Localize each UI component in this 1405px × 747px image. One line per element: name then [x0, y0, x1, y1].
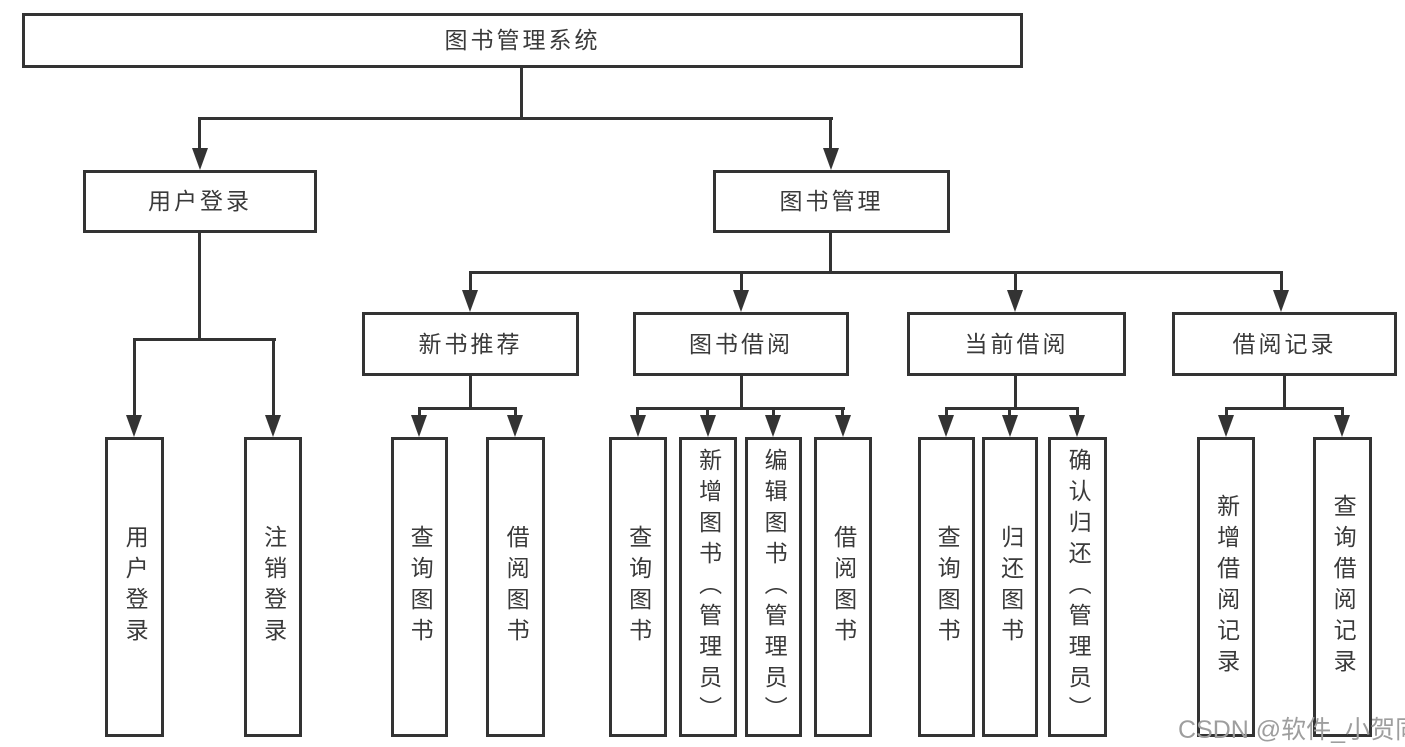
- connector-line: [740, 376, 743, 410]
- connector-line: [520, 68, 523, 120]
- node-new-book-recommend-label: 新书推荐: [418, 330, 523, 357]
- connector-line: [272, 338, 275, 415]
- leaf-logout-label: 注销登录: [260, 525, 287, 649]
- leaf-borrow-books-recommend-label: 借阅图书: [503, 525, 530, 649]
- arrow-down-icon: [126, 415, 142, 437]
- leaf-query-books-current-label: 查询图书: [934, 525, 961, 649]
- connector-line: [1076, 407, 1079, 417]
- connector-line: [133, 338, 136, 415]
- arrow-down-icon: [823, 148, 839, 170]
- node-user-login-label: 用户登录: [148, 188, 252, 214]
- connector-line: [945, 407, 948, 417]
- node-borrowing-records: 借阅记录: [1172, 312, 1397, 376]
- connector-line: [829, 117, 832, 148]
- leaf-edit-books-admin-label: 编辑图书（管理员）: [761, 447, 788, 727]
- node-book-borrowing-label: 图书借阅: [689, 330, 793, 357]
- arrow-down-icon: [1069, 415, 1085, 437]
- connector-line: [418, 407, 517, 410]
- connector-line: [636, 407, 639, 417]
- leaf-query-books-borrowing: 查询图书: [609, 437, 667, 737]
- arrow-down-icon: [462, 290, 478, 312]
- leaf-query-borrow-record-label: 查询借阅记录: [1330, 494, 1357, 680]
- connector-line: [469, 376, 472, 410]
- leaf-user-login: 用户登录: [105, 437, 164, 737]
- node-book-borrowing: 图书借阅: [633, 312, 849, 376]
- node-root-label: 图书管理系统: [444, 27, 601, 53]
- leaf-borrow-books-borrowing-label: 借阅图书: [830, 525, 857, 649]
- leaf-edit-books-admin: 编辑图书（管理员）: [745, 437, 802, 737]
- node-book-management-label: 图书管理: [779, 188, 884, 214]
- leaf-confirm-return-admin: 确认归还（管理员）: [1048, 437, 1107, 737]
- arrow-down-icon: [700, 415, 716, 437]
- node-root-library-system: 图书管理系统: [22, 13, 1023, 68]
- arrow-down-icon: [265, 415, 281, 437]
- leaf-query-borrow-record: 查询借阅记录: [1313, 437, 1372, 737]
- leaf-query-books-current: 查询图书: [918, 437, 975, 737]
- node-book-management: 图书管理: [713, 170, 950, 233]
- connector-line: [841, 407, 844, 417]
- arrow-down-icon: [411, 415, 427, 437]
- leaf-confirm-return-admin-label: 确认归还（管理员）: [1065, 447, 1092, 727]
- csdn-watermark: CSDN @软件_小贺同学: [1178, 716, 1405, 744]
- node-current-borrowing-label: 当前借阅: [964, 330, 1069, 357]
- leaf-borrow-books-borrowing: 借阅图书: [814, 437, 872, 737]
- leaf-add-borrow-record: 新增借阅记录: [1197, 437, 1255, 737]
- leaf-add-books-admin: 新增图书（管理员）: [679, 437, 737, 737]
- connector-line: [1225, 407, 1344, 410]
- node-current-borrowing: 当前借阅: [907, 312, 1126, 376]
- node-borrowing-records-label: 借阅记录: [1232, 330, 1337, 357]
- connector-line: [133, 338, 276, 341]
- arrow-down-icon: [835, 415, 851, 437]
- leaf-query-books-recommend: 查询图书: [391, 437, 448, 737]
- arrow-down-icon: [938, 415, 954, 437]
- connector-line: [198, 233, 201, 341]
- leaf-user-login-label: 用户登录: [122, 525, 149, 649]
- connector-line: [469, 271, 472, 290]
- connector-line: [469, 271, 1283, 274]
- leaf-add-borrow-record-label: 新增借阅记录: [1213, 494, 1240, 680]
- arrow-down-icon: [1273, 290, 1289, 312]
- connector-line: [945, 407, 1079, 410]
- connector-line: [1280, 271, 1283, 290]
- node-user-login: 用户登录: [83, 170, 317, 233]
- connector-line: [198, 117, 833, 120]
- arrow-down-icon: [733, 290, 749, 312]
- connector-line: [1225, 407, 1228, 417]
- connector-line: [198, 117, 201, 148]
- connector-line: [1341, 407, 1344, 417]
- leaf-add-books-admin-label: 新增图书（管理员）: [695, 447, 722, 727]
- connector-line: [772, 407, 775, 417]
- connector-line: [829, 233, 832, 274]
- connector-line: [636, 407, 845, 410]
- connector-line: [1283, 376, 1286, 410]
- connector-line: [418, 407, 421, 417]
- connector-line: [514, 407, 517, 417]
- arrow-down-icon: [192, 148, 208, 170]
- arrow-down-icon: [1218, 415, 1234, 437]
- connector-line: [740, 271, 743, 290]
- arrow-down-icon: [1334, 415, 1350, 437]
- arrow-down-icon: [765, 415, 781, 437]
- arrow-down-icon: [1007, 290, 1023, 312]
- node-new-book-recommend: 新书推荐: [362, 312, 579, 376]
- leaf-logout: 注销登录: [244, 437, 302, 737]
- arrow-down-icon: [1002, 415, 1018, 437]
- leaf-query-books-borrowing-label: 查询图书: [625, 525, 652, 649]
- arrow-down-icon: [630, 415, 646, 437]
- connector-line: [1008, 407, 1011, 417]
- connector-line: [1014, 376, 1017, 410]
- arrow-down-icon: [507, 415, 523, 437]
- leaf-return-books: 归还图书: [982, 437, 1038, 737]
- connector-line: [706, 407, 709, 417]
- leaf-return-books-label: 归还图书: [997, 525, 1024, 649]
- leaf-borrow-books-recommend: 借阅图书: [486, 437, 545, 737]
- leaf-query-books-recommend-label: 查询图书: [407, 525, 434, 649]
- connector-line: [1014, 271, 1017, 290]
